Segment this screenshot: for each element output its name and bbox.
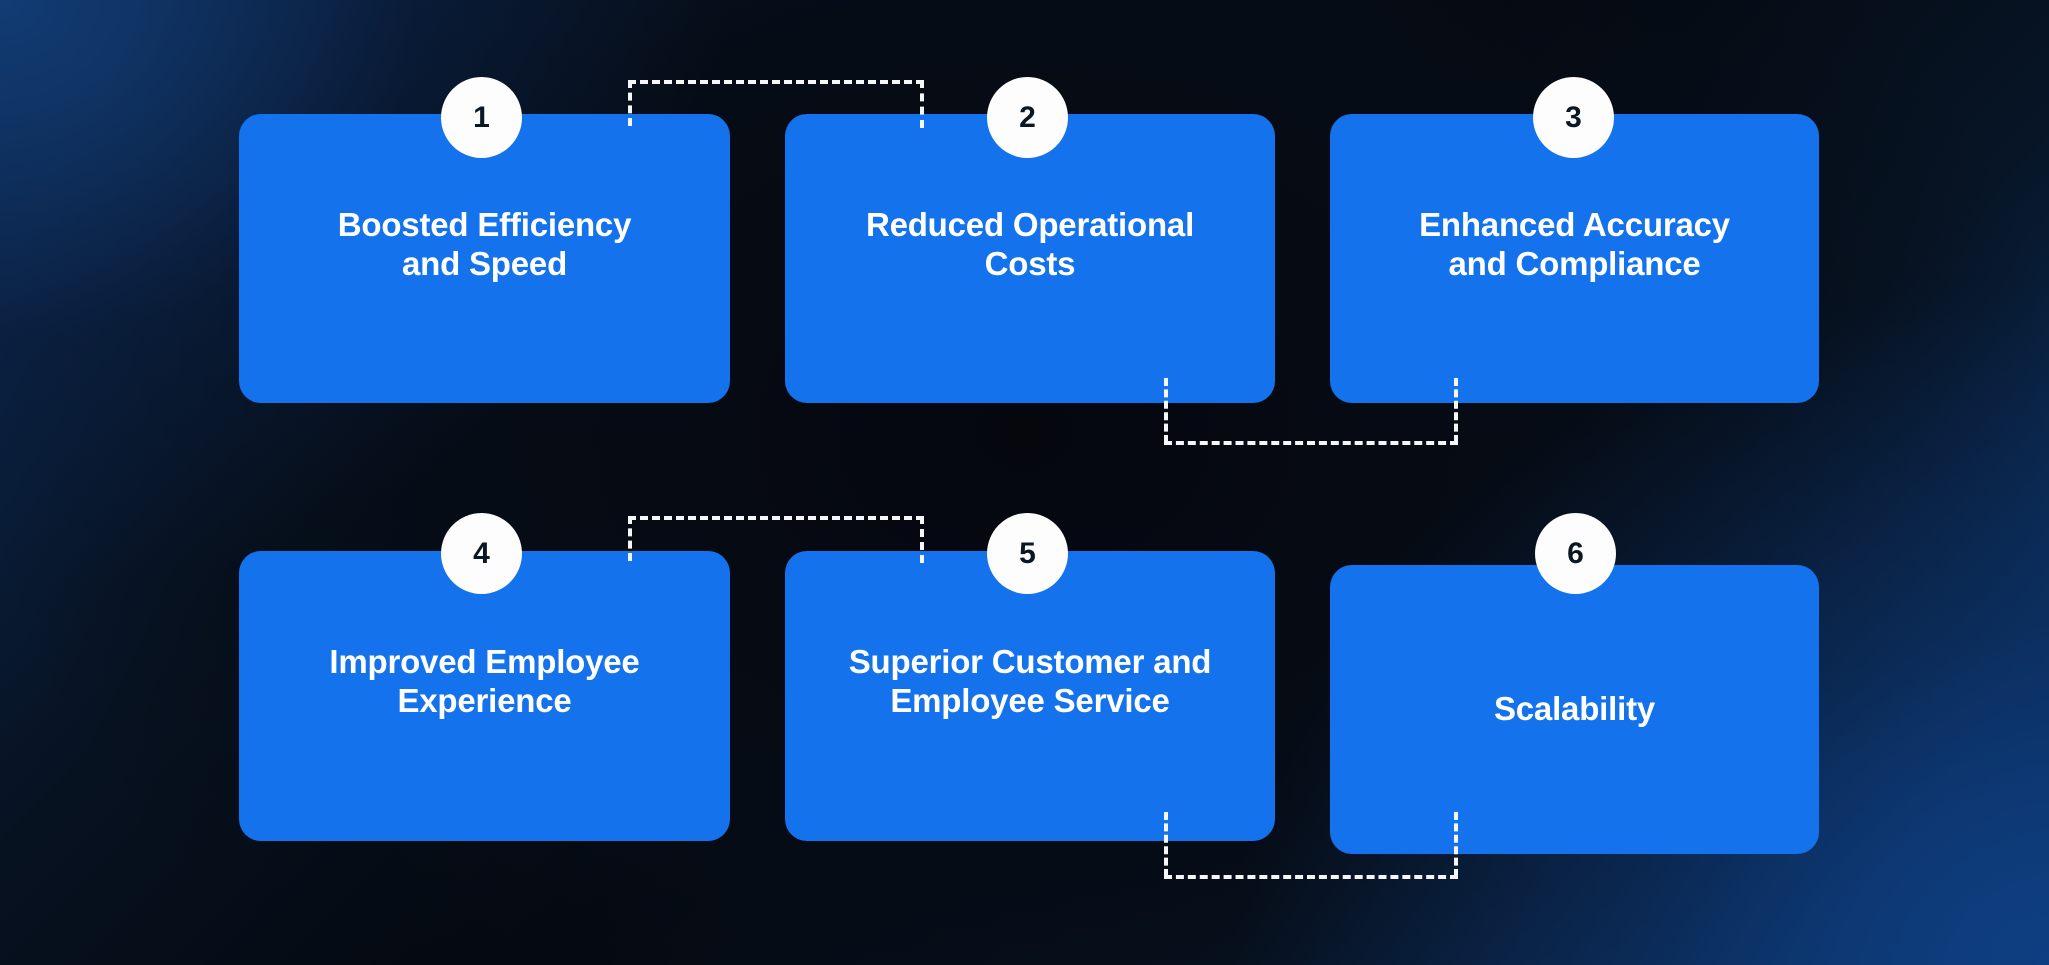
benefit-card-2[interactable]: Reduced Operational Costs: [785, 114, 1275, 403]
connector-2-3-vertical-left: [1164, 378, 1168, 443]
benefit-card-4[interactable]: Improved Employee Experience: [239, 551, 730, 841]
connector-1-2-vertical-right: [920, 80, 924, 128]
step-badge-5: 5: [987, 513, 1068, 594]
step-badge-3: 3: [1533, 77, 1614, 158]
benefit-card-6[interactable]: Scalability: [1330, 565, 1819, 854]
connector-1-2-horizontal: [628, 80, 924, 84]
connector-5-6-horizontal: [1164, 875, 1458, 879]
step-badge-4-number: 4: [473, 536, 490, 570]
step-badge-6-number: 6: [1567, 536, 1584, 570]
step-badge-2: 2: [987, 77, 1068, 158]
benefit-card-1-title: Boosted Efficiency and Speed: [337, 205, 632, 282]
connector-5-6-vertical-right: [1454, 812, 1458, 877]
step-badge-1-number: 1: [473, 100, 490, 134]
connector-4-5-vertical-right: [920, 516, 924, 563]
connector-4-5-vertical-left: [628, 516, 632, 561]
step-badge-2-number: 2: [1019, 100, 1036, 134]
benefit-card-5[interactable]: Superior Customer and Employee Service: [785, 551, 1275, 841]
connector-2-3-vertical-right: [1454, 378, 1458, 443]
step-badge-1: 1: [441, 77, 522, 158]
connector-1-2-vertical-left: [628, 80, 632, 126]
benefit-card-4-title: Improved Employee Experience: [329, 643, 640, 719]
benefit-card-2-title: Reduced Operational Costs: [865, 205, 1195, 282]
step-badge-5-number: 5: [1019, 536, 1036, 570]
benefit-card-5-title: Superior Customer and Employee Service: [848, 643, 1212, 719]
connector-5-6-vertical-left: [1164, 812, 1168, 877]
step-badge-3-number: 3: [1565, 100, 1582, 134]
step-badge-6: 6: [1535, 513, 1616, 594]
connector-2-3-horizontal: [1164, 441, 1458, 445]
step-badge-4: 4: [441, 513, 522, 594]
benefit-card-1[interactable]: Boosted Efficiency and Speed: [239, 114, 730, 403]
benefit-card-3[interactable]: Enhanced Accuracy and Compliance: [1330, 114, 1819, 403]
connector-4-5-horizontal: [628, 516, 924, 520]
benefit-card-6-title: Scalability: [1493, 690, 1656, 728]
benefit-card-3-title: Enhanced Accuracy and Compliance: [1419, 205, 1730, 282]
